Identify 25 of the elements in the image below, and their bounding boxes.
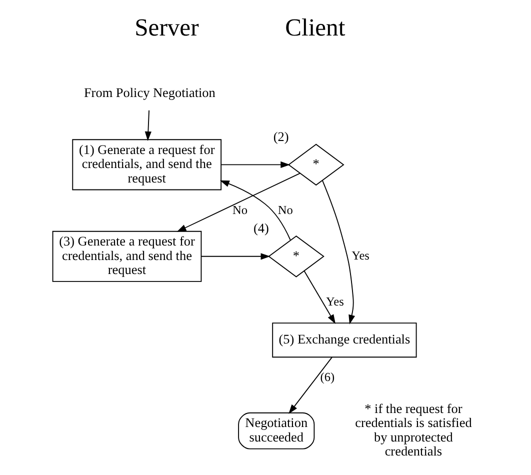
arrow xyxy=(322,180,356,324)
arrow xyxy=(220,161,290,168)
node-label: (4) xyxy=(254,220,269,236)
node-label: (2) xyxy=(273,128,289,144)
label: Client xyxy=(285,14,346,42)
arrow xyxy=(288,356,332,414)
edge-label: Yes xyxy=(352,248,370,263)
edge-label: Yes xyxy=(326,294,344,308)
arrow xyxy=(200,253,270,260)
edge-label: (6) xyxy=(320,370,335,384)
arrow xyxy=(144,110,152,141)
node-box: (1) Generate a request for credentials, and send the request xyxy=(72,139,222,190)
arrow xyxy=(176,172,300,232)
label: * if the request for credentials is satisfied by unprotected credentials xyxy=(355,401,472,459)
node-text: From Policy Negotiation xyxy=(84,84,216,100)
node-diamond: * xyxy=(268,236,324,278)
node-diamond: * xyxy=(288,144,344,186)
arrow xyxy=(304,270,336,324)
node-box: (3) Generate a request for credentials, and send the request xyxy=(52,230,202,282)
arrow xyxy=(220,180,291,240)
node-box: (5) Exchange credentials xyxy=(272,322,417,358)
edge-label: No xyxy=(232,202,248,217)
edge-label: No xyxy=(278,202,293,217)
node-box: Negotiation succeeded xyxy=(238,412,315,450)
label: Server xyxy=(134,14,199,42)
